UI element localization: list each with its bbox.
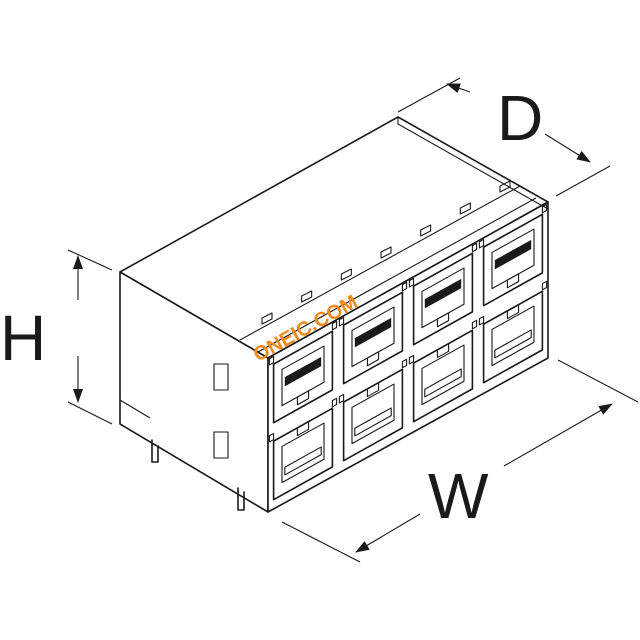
port-latch-notch (436, 343, 450, 359)
top-inner-ridge-2 (257, 197, 537, 353)
depth-label: D (497, 82, 543, 154)
side-step-line (119, 399, 151, 419)
port-cavity (281, 345, 325, 407)
port-cavity (281, 422, 325, 484)
top-tab (380, 246, 392, 259)
dimension-height: H (0, 249, 113, 425)
port-cavity (491, 305, 535, 367)
side-latch-lower (213, 431, 229, 459)
port-latch-notch (366, 382, 380, 398)
width-extension-right (557, 359, 639, 403)
port-opening (482, 290, 544, 384)
port-latch-notch (506, 304, 520, 320)
rj45-port-r2-c4 (478, 280, 548, 384)
mounting-pin-left (151, 439, 159, 463)
led-window-right (471, 319, 478, 330)
top-tab (301, 290, 313, 303)
led-window-left (408, 354, 415, 365)
port-ledge (354, 407, 392, 437)
top-tab (459, 202, 471, 215)
led-window-left (478, 238, 485, 249)
width-arrow-left (355, 513, 421, 553)
led-window-left (478, 315, 485, 326)
rj45-port-r1-c3 (408, 242, 478, 346)
led-window-left (338, 316, 345, 327)
port-opening (272, 330, 334, 424)
port-cavity (491, 228, 535, 290)
height-extension-bottom (67, 401, 113, 425)
rj45-port-r1-c4 (478, 203, 548, 307)
housing-front-face (267, 201, 549, 513)
port-latch-notch (296, 421, 310, 437)
width-label: W (428, 460, 489, 532)
rj45-port-r1-c1 (268, 320, 338, 424)
port-opening (342, 368, 404, 462)
port-cavity (421, 344, 465, 406)
port-cavity (351, 383, 395, 445)
dimension-depth: D (397, 77, 611, 197)
depth-extension-left (397, 77, 461, 113)
width-extension-left (281, 521, 361, 563)
top-edge-lip (397, 117, 549, 210)
port-contacts (354, 317, 392, 348)
top-inner-ridge (239, 185, 521, 341)
mounting-pin-right (237, 487, 245, 511)
port-latch-notch (436, 312, 450, 328)
led-window-left (268, 432, 275, 443)
port-latch-notch (366, 351, 380, 367)
port-latch-notch (296, 390, 310, 406)
port-contacts (424, 278, 462, 309)
rj45-port-r1-c2 (338, 281, 408, 385)
port-opening (272, 407, 334, 501)
top-tab (420, 224, 432, 237)
left-side-details (119, 363, 245, 511)
top-face-tabs (261, 180, 511, 325)
led-window-left (338, 393, 345, 404)
top-tab (340, 268, 352, 281)
port-ledge (284, 446, 322, 476)
port-latch-notch (506, 273, 520, 289)
width-arrow-right (503, 403, 613, 467)
led-window-right (471, 242, 478, 253)
port-opening (342, 291, 404, 385)
top-tab (499, 180, 511, 193)
port-contacts (284, 356, 322, 387)
port-opening (482, 213, 544, 307)
connector-body (119, 116, 549, 513)
port-opening (412, 329, 474, 423)
height-label: H (0, 302, 46, 374)
port-ledge (424, 368, 462, 398)
port-cavity (351, 306, 395, 368)
led-window-left (408, 277, 415, 288)
rj45-port-r2-c1 (268, 397, 338, 501)
led-window-right (401, 358, 408, 369)
port-grid (268, 203, 548, 501)
led-window-right (331, 320, 338, 331)
rj45-port-r2-c2 (338, 358, 408, 462)
port-cavity (421, 267, 465, 329)
port-opening (412, 252, 474, 346)
side-latch-upper (213, 363, 229, 391)
led-window-left (268, 355, 275, 366)
dimension-width: W (281, 359, 639, 563)
port-contacts (494, 239, 532, 270)
led-window-right (401, 281, 408, 292)
depth-extension-right (555, 165, 611, 197)
led-window-right (541, 203, 548, 214)
depth-arrow-left (446, 83, 471, 93)
led-window-right (331, 397, 338, 408)
height-extension-top (67, 249, 113, 271)
led-window-right (541, 280, 548, 291)
depth-arrow-right (544, 133, 591, 163)
top-tab (261, 312, 273, 325)
port-ledge (494, 329, 532, 359)
rj45-port-r2-c3 (408, 319, 478, 423)
